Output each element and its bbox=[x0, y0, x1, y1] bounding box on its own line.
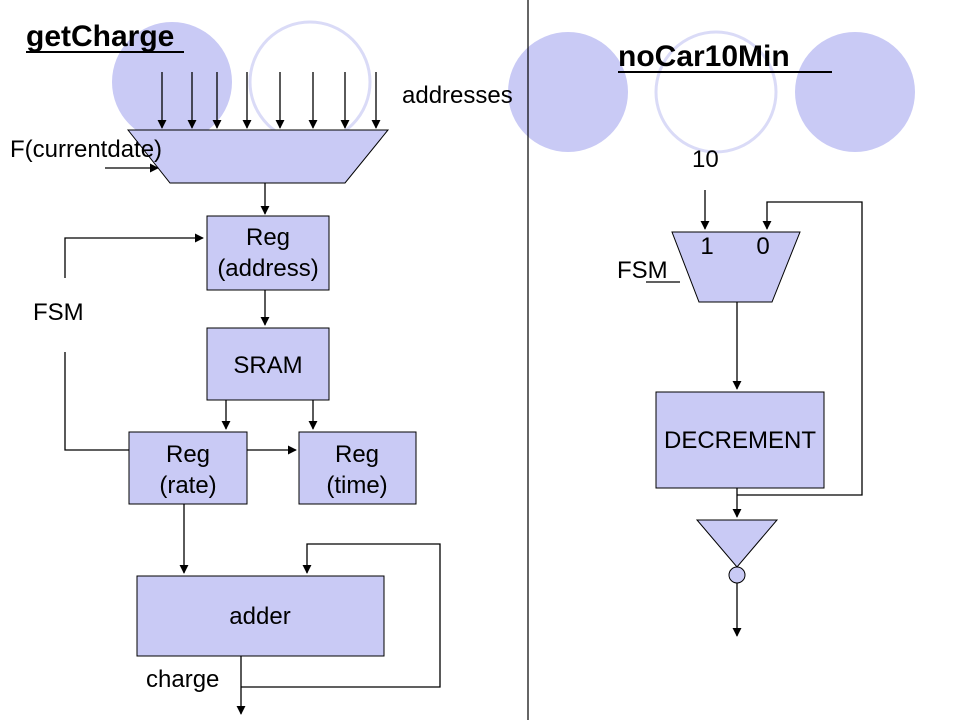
reg-address-block bbox=[206, 215, 330, 291]
reg-address-label-line2: (address) bbox=[217, 255, 318, 282]
mux-select-label: F(currentdate) bbox=[10, 136, 162, 163]
decrement-label: DECREMENT bbox=[664, 427, 816, 454]
addresses-label: addresses bbox=[402, 82, 513, 109]
reg-time-label-line1: Reg bbox=[335, 441, 379, 468]
sram-label: SRAM bbox=[233, 352, 302, 379]
deco-circle bbox=[654, 30, 778, 154]
fsm-to-reg-address-wire bbox=[64, 233, 204, 278]
reg-time-block bbox=[298, 431, 417, 505]
decrement-block bbox=[655, 391, 825, 489]
left-fsm-label: FSM bbox=[33, 299, 84, 326]
reg-time-label-line2: (time) bbox=[326, 472, 387, 499]
deco-circle bbox=[795, 32, 915, 152]
deco-circle bbox=[248, 20, 372, 144]
counter-mux bbox=[671, 231, 801, 303]
right-fsm-label: FSM bbox=[617, 257, 668, 284]
constant-label: 10 bbox=[692, 146, 719, 173]
mux-input-0-label: 0 bbox=[756, 233, 769, 260]
reg-address-label-line1: Reg bbox=[246, 224, 290, 251]
inverter-bubble bbox=[728, 566, 746, 584]
reg-rate-label-line2: (rate) bbox=[159, 472, 216, 499]
reg-rate-label-line1: Reg bbox=[166, 441, 210, 468]
address-input-arrows bbox=[157, 72, 381, 129]
adder-block bbox=[136, 575, 385, 657]
address-mux bbox=[126, 129, 390, 184]
mux-input-1-label: 1 bbox=[700, 233, 713, 260]
decorative-circles bbox=[112, 20, 915, 154]
right-title: noCar10Min bbox=[618, 40, 790, 73]
adder-label: adder bbox=[229, 603, 290, 630]
decrement-feedback-wire bbox=[737, 201, 863, 496]
left-title: getCharge bbox=[26, 20, 174, 53]
adder-feedback-wire bbox=[241, 543, 441, 688]
sram-block bbox=[206, 327, 330, 401]
reg-rate-block bbox=[128, 431, 248, 505]
charge-label: charge bbox=[146, 666, 219, 693]
inverter-triangle bbox=[695, 519, 779, 568]
deco-circle bbox=[508, 32, 628, 152]
